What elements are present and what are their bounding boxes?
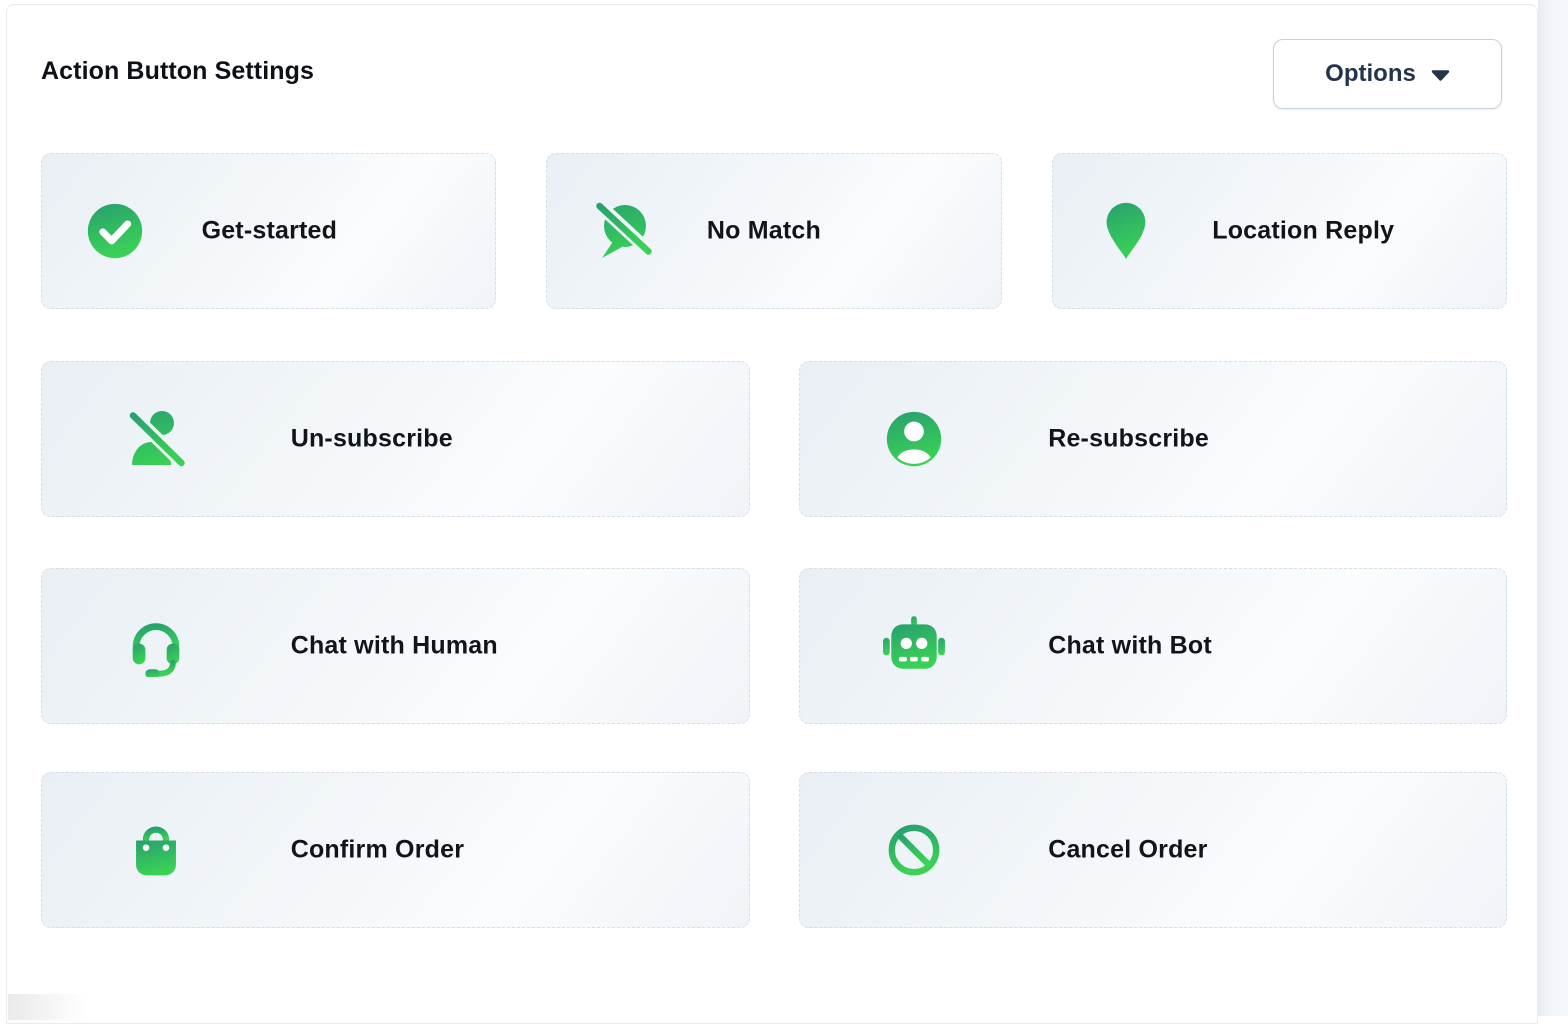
map-pin-icon xyxy=(1095,200,1157,262)
card-label: Cancel Order xyxy=(1048,835,1208,864)
options-button[interactable]: Options xyxy=(1273,39,1502,109)
action-button-settings-panel: Action Button Settings Options G xyxy=(6,4,1538,1024)
headset-icon xyxy=(125,615,187,677)
card-re-subscribe[interactable]: Re-subscribe xyxy=(798,361,1507,517)
page-title: Action Button Settings xyxy=(41,57,315,85)
card-cancel-order[interactable]: Cancel Order xyxy=(798,772,1507,928)
action-cards-grid: Get-started xyxy=(41,153,1507,928)
card-label: No Match xyxy=(706,216,821,245)
card-label: Location Reply xyxy=(1212,216,1395,245)
partially-visible-element xyxy=(8,994,92,1020)
card-location-reply[interactable]: Location Reply xyxy=(1051,153,1507,309)
shopping-bag-icon xyxy=(127,821,185,879)
check-circle-icon xyxy=(85,201,145,261)
card-chat-with-bot[interactable]: Chat with Bot xyxy=(798,568,1507,724)
card-label: Chat with Bot xyxy=(1048,631,1212,660)
card-un-subscribe[interactable]: Un-subscribe xyxy=(41,361,750,517)
card-no-match[interactable]: No Match xyxy=(546,153,1002,309)
card-confirm-order[interactable]: Confirm Order xyxy=(41,772,750,928)
user-slash-icon xyxy=(124,407,189,471)
card-chat-with-human[interactable]: Chat with Human xyxy=(41,568,750,724)
chat-bubble-slash-icon xyxy=(588,199,653,263)
robot-icon xyxy=(881,613,947,679)
caret-down-icon xyxy=(1431,69,1450,82)
card-label: Confirm Order xyxy=(290,835,465,864)
ban-icon xyxy=(885,821,943,879)
options-button-label: Options xyxy=(1325,60,1416,87)
page-background-strip xyxy=(1538,0,1568,1016)
card-label: Get-started xyxy=(201,216,338,245)
card-label: Un-subscribe xyxy=(290,424,453,453)
card-get-started[interactable]: Get-started xyxy=(41,153,497,309)
card-label: Chat with Human xyxy=(290,631,498,660)
card-label: Re-subscribe xyxy=(1048,424,1209,453)
user-circle-icon xyxy=(884,409,944,469)
